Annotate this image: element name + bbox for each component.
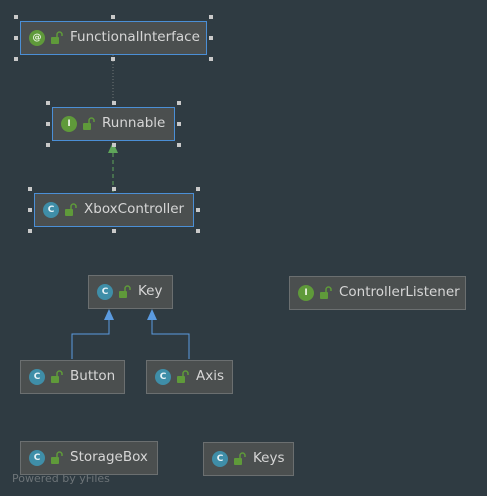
selection-handle[interactable] <box>177 101 181 105</box>
unlocked-padlock-icon <box>177 370 189 383</box>
node-storagebox[interactable]: C StorageBox <box>20 441 158 475</box>
selection-handle[interactable] <box>111 57 115 61</box>
unlocked-padlock-icon <box>51 370 63 383</box>
selection-handle[interactable] <box>209 15 213 19</box>
node-label: XboxController <box>84 201 185 218</box>
node-label: FunctionalInterface <box>70 29 200 46</box>
unlocked-padlock-icon <box>234 452 246 465</box>
node-label: Axis <box>196 368 225 385</box>
class-c-icon: C <box>97 284 113 300</box>
selection-handle[interactable] <box>14 15 18 19</box>
node-axis[interactable]: C Axis <box>146 360 233 394</box>
selection-handle[interactable] <box>28 208 32 212</box>
unlocked-padlock-icon <box>83 117 95 130</box>
implements-arrowhead <box>108 142 118 153</box>
edge-axis-key <box>151 320 190 359</box>
extends-arrowhead-button <box>104 309 114 320</box>
edge-button-key <box>71 320 110 359</box>
class-c-icon: C <box>155 369 171 385</box>
selection-handle[interactable] <box>177 143 181 147</box>
node-label: StorageBox <box>70 449 148 466</box>
selection-handle[interactable] <box>196 208 200 212</box>
selection-handle[interactable] <box>14 36 18 40</box>
selection-handle[interactable] <box>28 229 32 233</box>
selection-handle[interactable] <box>209 36 213 40</box>
selection-handle[interactable] <box>28 187 32 191</box>
unlocked-padlock-icon <box>65 203 77 216</box>
class-c-icon: C <box>212 451 228 467</box>
class-c-icon: C <box>43 202 59 218</box>
node-controllerlistener[interactable]: I ControllerListener <box>289 276 466 310</box>
selection-handle[interactable] <box>209 57 213 61</box>
node-label: Key <box>138 283 163 300</box>
interface-i-icon: I <box>61 116 77 132</box>
node-functionalinterface[interactable]: @ FunctionalInterface <box>20 21 207 55</box>
selection-handle[interactable] <box>112 101 116 105</box>
selection-handle[interactable] <box>46 122 50 126</box>
unlocked-padlock-icon <box>119 285 131 298</box>
selection-handle[interactable] <box>112 187 116 191</box>
annotation-at-icon: @ <box>29 30 45 46</box>
node-button[interactable]: C Button <box>20 360 125 394</box>
selection-handle[interactable] <box>112 143 116 147</box>
class-c-icon: C <box>29 369 45 385</box>
unlocked-padlock-icon <box>51 451 63 464</box>
selection-handle[interactable] <box>196 187 200 191</box>
selection-handle[interactable] <box>177 122 181 126</box>
node-label: ControllerListener <box>339 284 460 301</box>
selection-handle[interactable] <box>196 229 200 233</box>
node-xboxcontroller[interactable]: C XboxController <box>34 193 194 227</box>
selection-handle[interactable] <box>46 143 50 147</box>
selection-handle[interactable] <box>46 101 50 105</box>
node-runnable[interactable]: I Runnable <box>52 107 175 141</box>
selection-handle[interactable] <box>112 229 116 233</box>
unlocked-padlock-icon <box>51 31 63 44</box>
node-label: Keys <box>253 450 285 467</box>
node-label: Runnable <box>102 115 166 132</box>
powered-by-footer: Powered by yFiles <box>12 472 110 485</box>
extends-arrowhead-axis <box>147 309 157 320</box>
node-keys[interactable]: C Keys <box>203 442 294 476</box>
interface-i-icon: I <box>298 285 314 301</box>
node-key[interactable]: C Key <box>88 275 173 309</box>
unlocked-padlock-icon <box>320 286 332 299</box>
class-c-icon: C <box>29 450 45 466</box>
selection-handle[interactable] <box>14 57 18 61</box>
node-label: Button <box>70 368 116 385</box>
selection-handle[interactable] <box>111 15 115 19</box>
